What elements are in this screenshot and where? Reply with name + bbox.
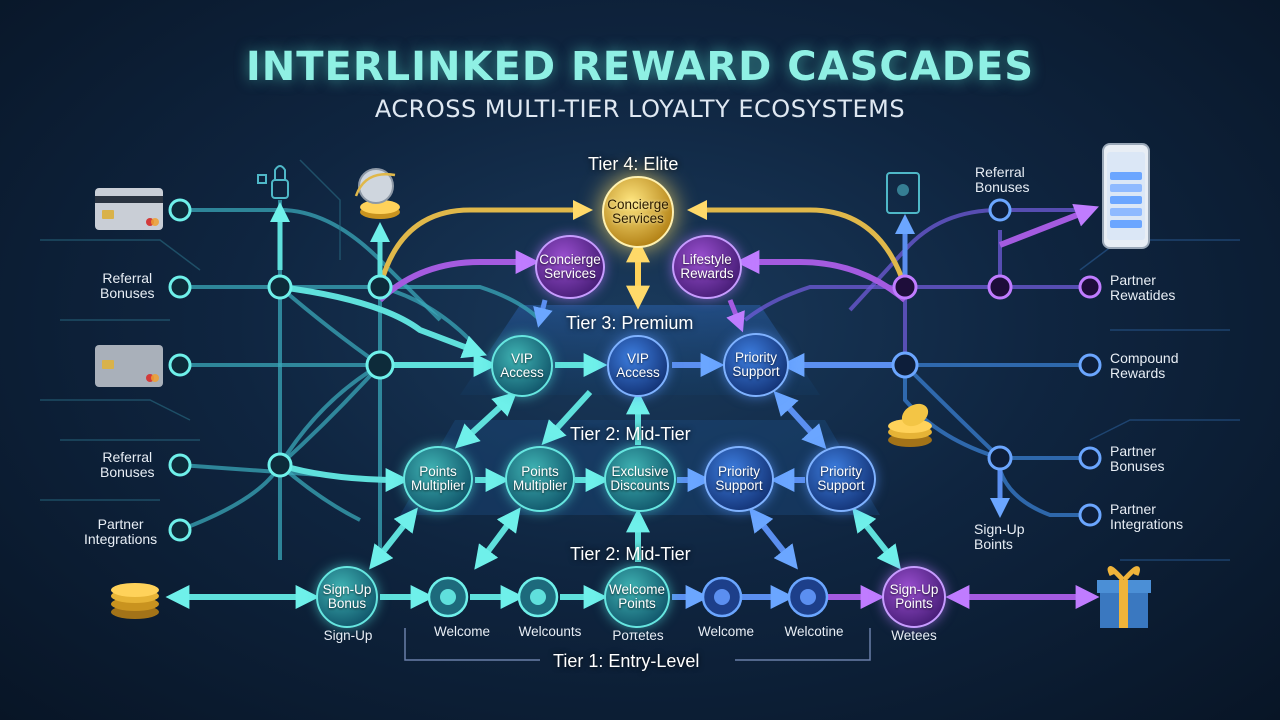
diag-9 [852, 507, 901, 570]
arc-gold-left [377, 200, 593, 288]
left-faint-lines [40, 159, 341, 501]
credit-card-icon [95, 188, 163, 230]
tablet-icon [886, 172, 920, 214]
arc-purple-right [735, 250, 907, 303]
node-tier2-points-multiplier-1: Points Multiplier [403, 446, 473, 512]
right-label-partner-rewatides: Partner Rewatides [1110, 272, 1176, 304]
label-signup: Sign-Up [323, 628, 373, 643]
node-tier1-signup-points: Sign-Up Points [882, 566, 946, 628]
coin-stack-icon [111, 583, 159, 619]
tier2-upper-label: Tier 2: Mid-Tier [570, 424, 691, 444]
right-label-signup-boints: Sign-Up Boints [974, 521, 1025, 553]
label-welcome-1: Welcome [433, 624, 491, 639]
label-welcome-3: Welcome [697, 624, 755, 639]
diag-2 [541, 389, 593, 446]
diag-1 [454, 391, 518, 449]
gift-icon [1097, 566, 1151, 628]
left-label-partner-integrations: Partner Integrations [84, 516, 158, 548]
node-elite-concierge: Concierge Services [602, 176, 674, 248]
left-label-referral-2: Referral Bonuses [100, 449, 155, 481]
left-label-referral-1: Referral Bonuses [100, 270, 155, 302]
node-tier2-exclusive-discounts: Exclusive Discounts [604, 446, 676, 512]
tier1-bracket [404, 628, 871, 661]
node-tier3-priority-support: Priority Support [723, 333, 789, 397]
arc-gold-right [687, 200, 908, 288]
label-welcome-2: Welcounts [518, 624, 582, 639]
arrow-top-right [998, 204, 1099, 248]
node-tier3-vip-access-2: VIP Access [607, 335, 669, 397]
label-wetees: Wetees [891, 628, 937, 643]
node-tier3-concierge: Concierge Services [535, 235, 605, 299]
smartphone-icon [1102, 143, 1150, 249]
tier4-label: Tier 4: Elite [588, 154, 679, 174]
lock-icon [257, 165, 289, 199]
diag-8 [749, 507, 798, 570]
node-tier3-vip-access-1: VIP Access [491, 335, 553, 397]
node-tier1-signup-bonus: Sign-Up Bonus [316, 566, 378, 628]
diag-5 [369, 507, 418, 570]
diag-6 [474, 507, 521, 570]
right-label-referral: Referral Bonuses [975, 164, 1030, 196]
diag-11 [726, 299, 745, 333]
right-label-compound-rewards: Compound Rewards [1110, 350, 1179, 382]
tier3-label: Tier 3: Premium [566, 313, 694, 333]
diag-10 [533, 299, 553, 328]
right-label-partner-bonuses: Partner Bonuses [1110, 443, 1165, 475]
page-title: INTERLINKED REWARD CASCADES [245, 44, 1035, 90]
tier1-label: Tier 1: Entry-Level [553, 651, 700, 671]
coin-stack-icon [888, 403, 932, 447]
coin-icon [354, 168, 400, 219]
junction-dots [168, 198, 1102, 542]
arrow-curve-vip [279, 284, 487, 359]
label-points: Poπetes [612, 628, 664, 643]
node-tier2-priority-support-1: Priority Support [704, 446, 774, 512]
tier1-plain-nodes [427, 576, 829, 618]
node-tier2-priority-support-2: Priority Support [806, 446, 876, 512]
page-subtitle: ACROSS MULTI-TIER LOYALTY ECOSYSTEMS [374, 95, 906, 123]
credit-card-icon [95, 345, 163, 387]
right-label-partner-integrations: Partner Integrations [1110, 501, 1184, 533]
node-tier3-lifestyle: Lifestyle Rewards [672, 235, 742, 299]
node-tier1-welcome-points: Welcome Points [604, 566, 670, 628]
tier2-lower-label: Tier 2: Mid-Tier [570, 544, 691, 564]
label-welcome-4: Welcotine [784, 624, 844, 639]
node-tier2-points-multiplier-2: Points Multiplier [505, 446, 575, 512]
diag-4 [773, 390, 827, 450]
